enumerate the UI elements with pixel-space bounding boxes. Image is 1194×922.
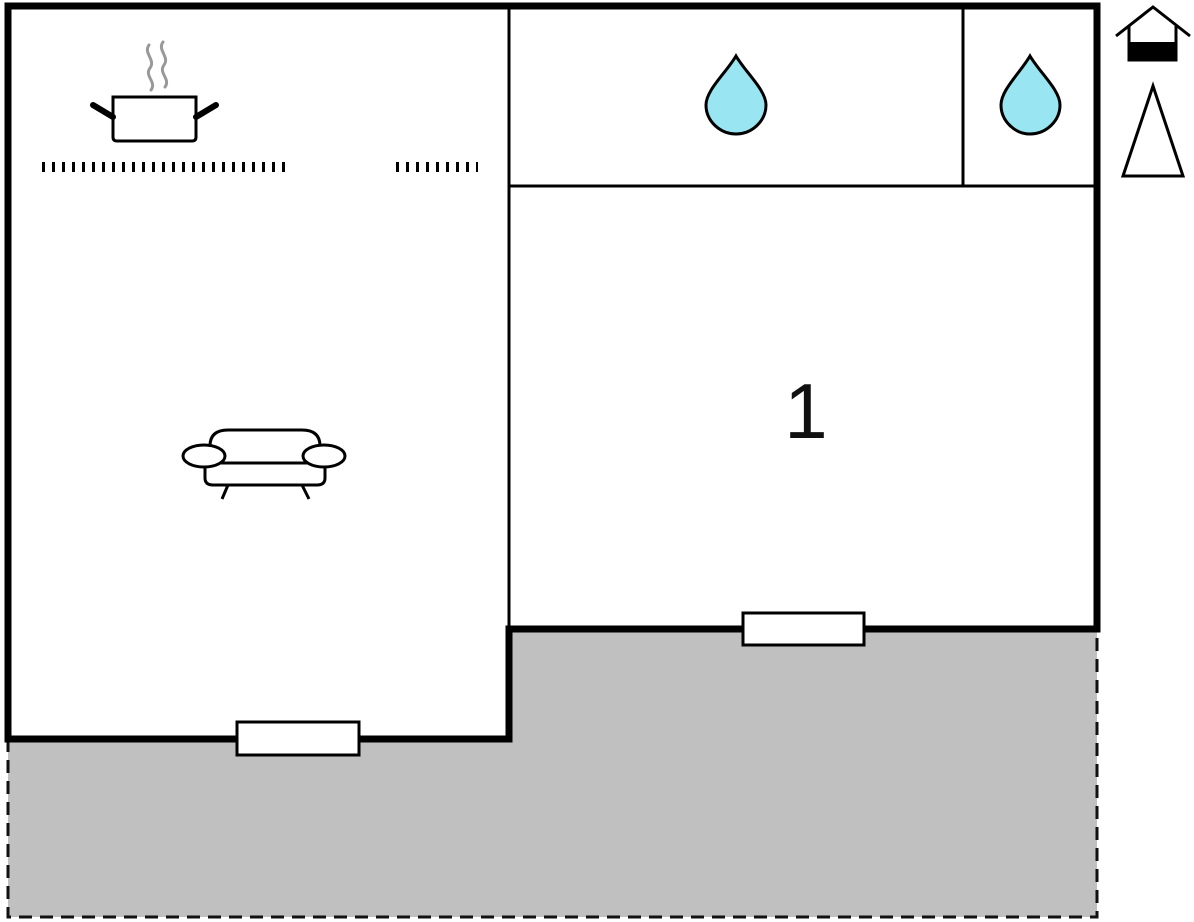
terrace-area <box>8 629 1097 917</box>
water-drop-icon <box>999 53 1062 136</box>
water-drop-icon <box>704 53 768 136</box>
terrace-boundary <box>6 629 1099 919</box>
window-living <box>235 720 361 757</box>
window-bedroom <box>741 611 866 647</box>
bedroom-number: 1 <box>784 367 827 455</box>
north-arrow-icon <box>1120 81 1186 178</box>
sofa-icon <box>181 428 347 500</box>
house-floor-icon <box>1115 5 1191 62</box>
exterior-wall <box>4 2 1101 743</box>
cooking-pot-icon <box>90 40 219 143</box>
